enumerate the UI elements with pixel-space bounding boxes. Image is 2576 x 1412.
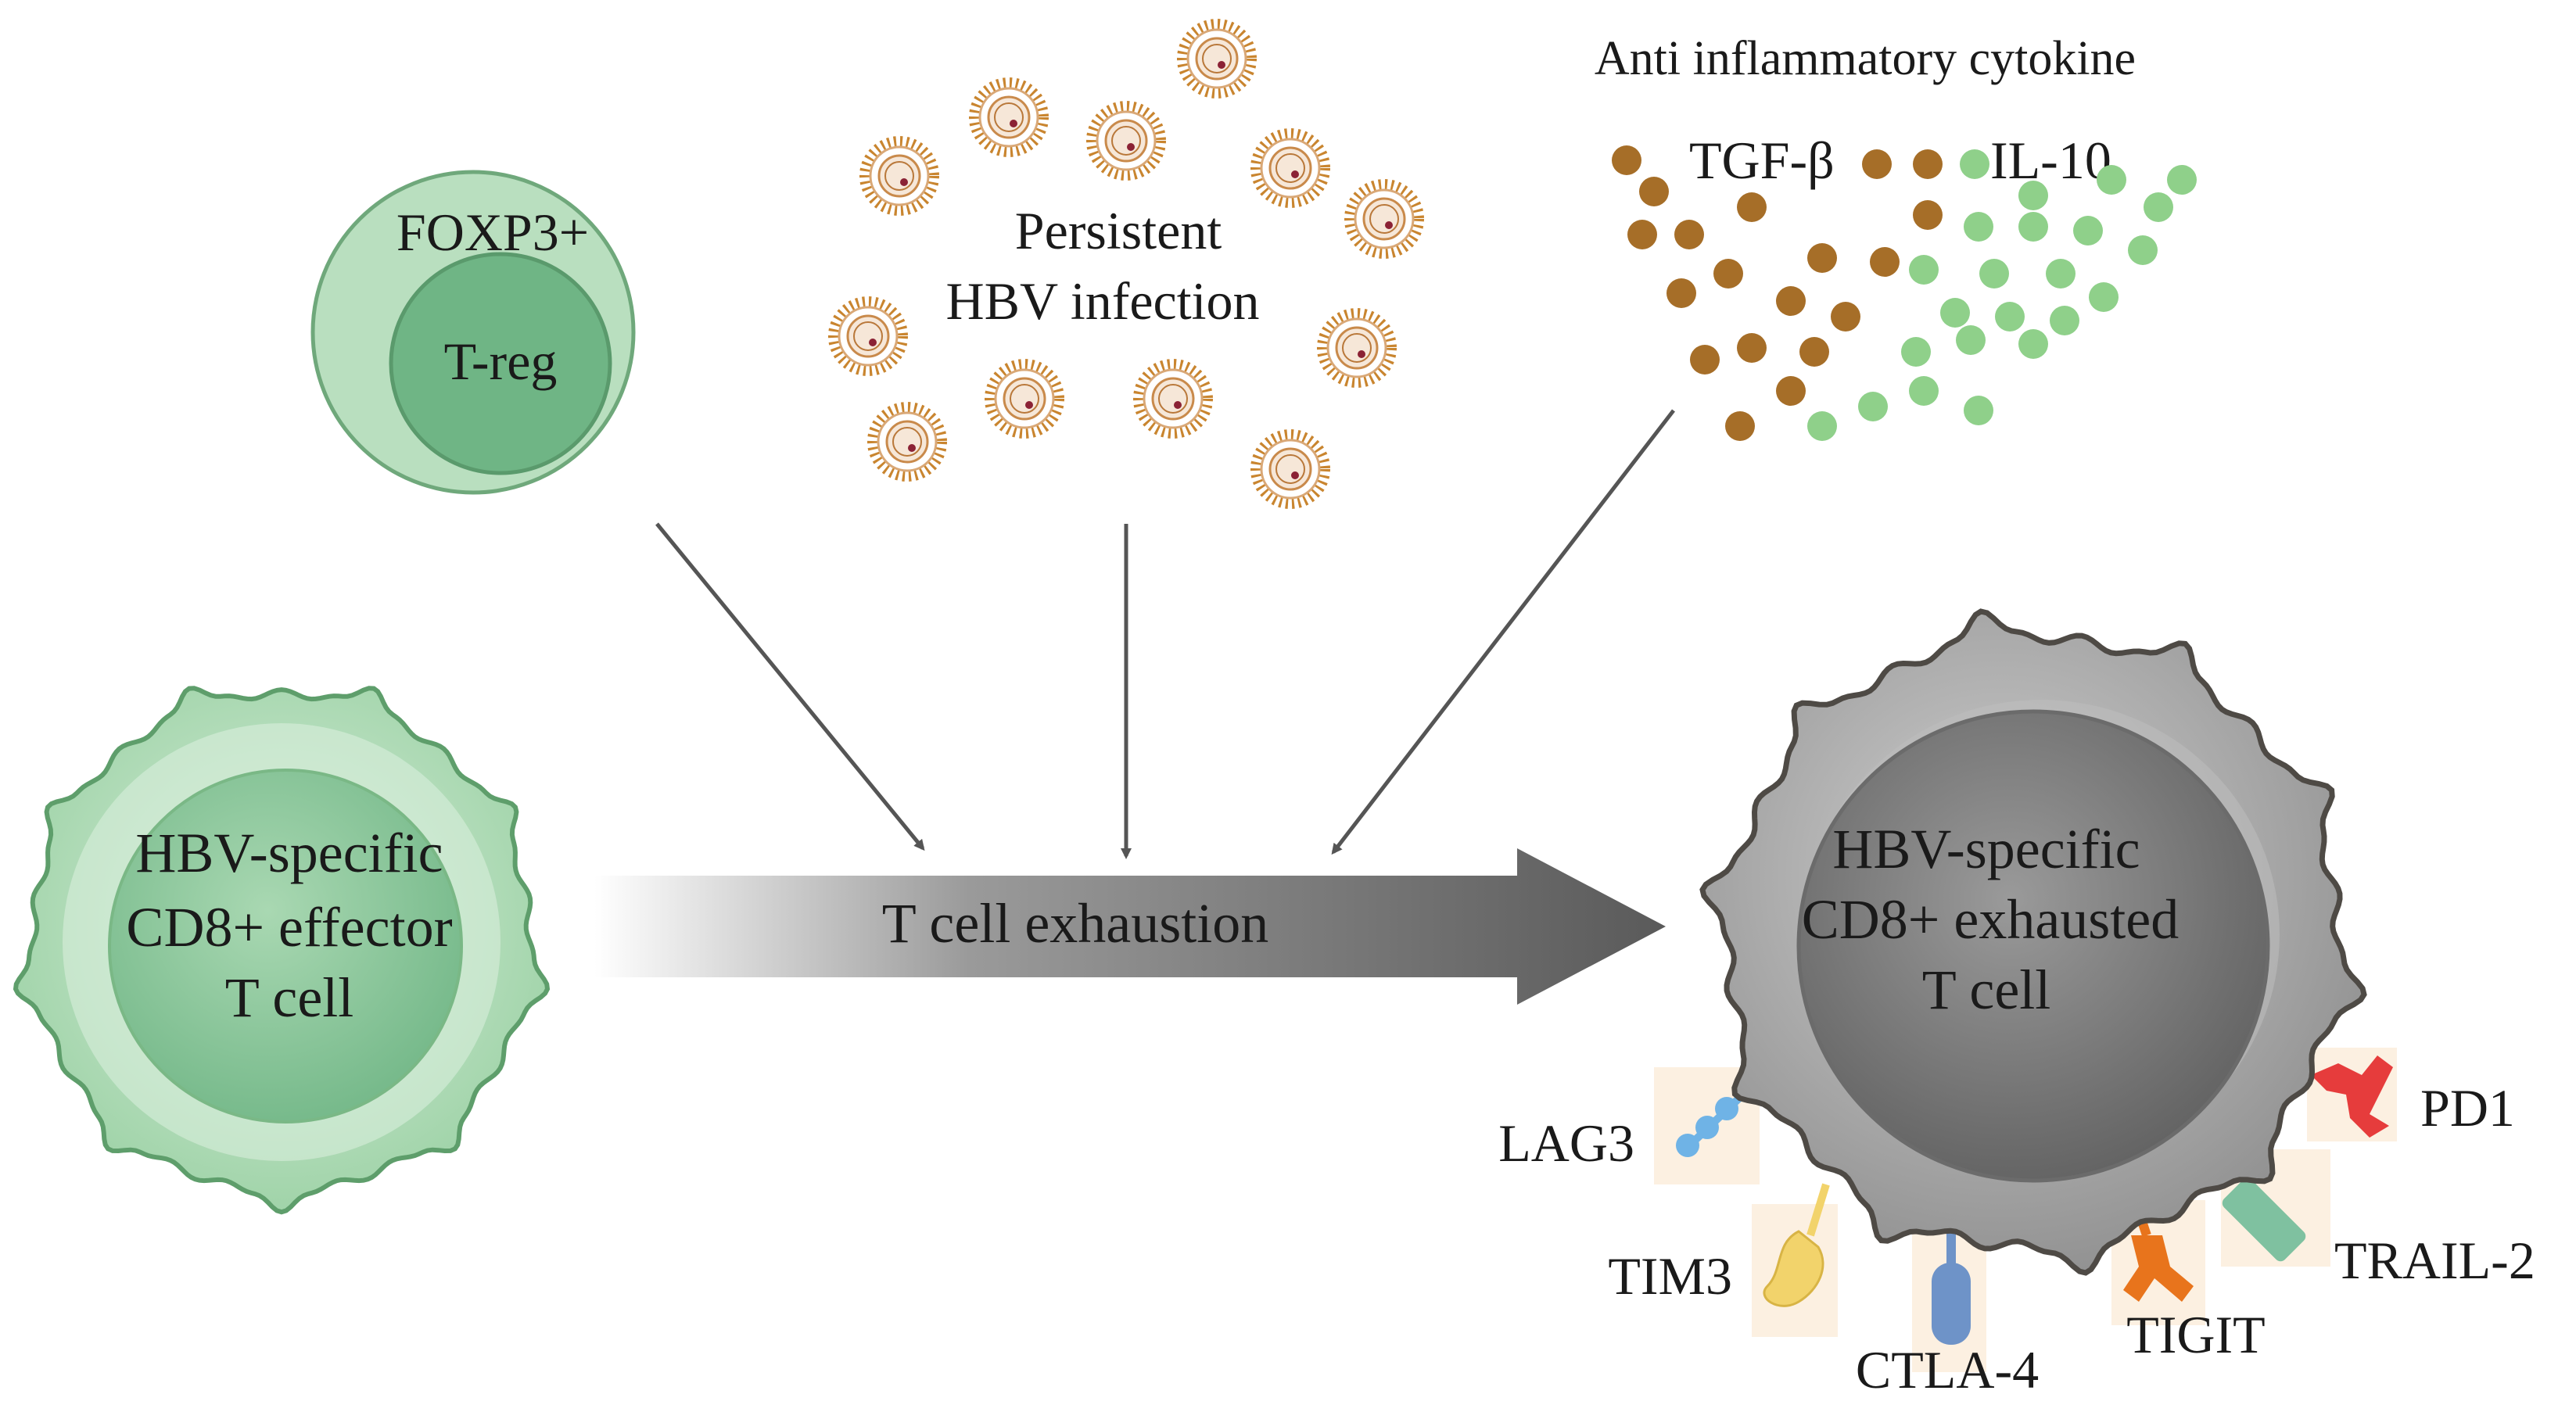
cytokine-dot-icon [1713, 259, 1743, 288]
effector-t-cell: HBV-specific CD8+ effector T cell [13, 686, 551, 1215]
lag3-label: LAG3 [1498, 1113, 1634, 1173]
cytokine-dot-icon [2050, 306, 2079, 335]
cytokine-dot-icon [1776, 376, 1806, 406]
infection-label-line1: Persistent [1015, 201, 1222, 260]
pd1-receptor-icon [2307, 1048, 2397, 1141]
cytokine-dot-icon [1995, 302, 2025, 331]
cytokine-dot-icon [1909, 255, 1939, 285]
cytokine-dot-icon [1960, 149, 1989, 179]
effector-label-line2: CD8+ effector [126, 896, 452, 959]
cytokine-dot-icon [2167, 165, 2197, 195]
cytokine-dot-icon [1909, 376, 1939, 406]
cytokine-dot-icon [1913, 149, 1943, 179]
treg-inner-label: T-reg [444, 331, 558, 391]
cytokine-dot-icon [2018, 181, 2048, 210]
virus-particle-icon [1322, 314, 1391, 382]
trail2-label: TRAIL-2 [2334, 1231, 2535, 1290]
cytokine-group: Anti inflammatory cytokine TGF-β IL-10 [1595, 32, 2197, 441]
cytokine-dot-icon [1858, 392, 1888, 421]
cytokine-dot-icon [1667, 278, 1696, 308]
cytokine-dot-icon [1799, 337, 1829, 367]
cytokine-dot-icon [1612, 145, 1641, 175]
cytokine-dot-icon [2089, 282, 2119, 312]
cytokine-dot-icon [1831, 302, 1860, 331]
virus-particle-icon [1256, 134, 1325, 202]
exhaustion-arrow: T cell exhaustion [594, 848, 1666, 1005]
cytokine-dot-icon [1690, 345, 1720, 375]
ctla4-label: CTLA-4 [1856, 1340, 2039, 1399]
virus-particle-icon [873, 407, 942, 476]
exhaustion-label: T cell exhaustion [882, 892, 1269, 955]
virus-particle-icon [834, 302, 902, 371]
cytokine-dot-icon [2097, 165, 2126, 195]
converging-arrows [655, 409, 1675, 859]
cytokine-dot-icon [1870, 247, 1900, 277]
effector-label-line1: HBV-specific [135, 822, 443, 884]
il10-dots [1807, 149, 2197, 441]
hbv-virus-cluster: Persistent HBV infection [834, 24, 1419, 504]
cytokine-dot-icon [1862, 149, 1892, 179]
cytokine-dot-icon [1627, 220, 1657, 249]
il10-label: IL-10 [1990, 131, 2111, 190]
cytokine-dot-icon [2018, 329, 2048, 359]
arrow-from-cytokines [1331, 409, 1675, 855]
cytokine-dot-icon [1964, 396, 1993, 425]
cytokine-dot-icon [2128, 235, 2158, 265]
exhausted-label-line1: HBV-specific [1832, 818, 2140, 880]
virus-particle-icon [1182, 24, 1251, 93]
cytokine-dot-icon [1940, 298, 1970, 328]
tim3-label: TIM3 [1608, 1246, 1732, 1306]
cytokine-dot-icon [1979, 259, 2009, 288]
exhausted-t-cell: HBV-specific CD8+ exhausted T cell [1699, 608, 2367, 1276]
cytokine-dot-icon [2046, 259, 2076, 288]
treg-outer-label: FOXP3+ [396, 202, 589, 262]
virus-particle-icon [990, 364, 1059, 433]
cytokine-dot-icon [1737, 192, 1767, 222]
exhausted-label-line2: CD8+ exhausted [1802, 888, 2180, 951]
cytokine-dot-icon [1776, 286, 1806, 316]
cytokine-dot-icon [1964, 212, 1993, 242]
ctla4-receptor-icon [1912, 1212, 1986, 1372]
cytokine-dot-icon [1807, 243, 1837, 273]
cytokine-dot-icon [2073, 216, 2103, 245]
cytokine-title: Anti inflammatory cytokine [1595, 32, 2136, 85]
virus-particle-icon [974, 83, 1043, 152]
cytokine-dot-icon [1913, 200, 1943, 230]
cytokine-dot-icon [1807, 411, 1837, 441]
tim3-receptor-icon [1752, 1183, 1838, 1337]
cytokine-dot-icon [1639, 177, 1669, 206]
cytokine-dot-icon [1725, 411, 1755, 441]
tgf-beta-dots [1612, 145, 1943, 441]
cytokine-dot-icon [2144, 192, 2173, 222]
arrow-from-treg [655, 522, 925, 851]
cytokine-dot-icon [1737, 333, 1767, 363]
virus-particle-icon [865, 142, 934, 210]
receptor-labels: LAG3 TIM3 CTLA-4 TIGIT TRAIL-2 PD1 [1498, 1078, 2535, 1399]
cytokine-dot-icon [1956, 325, 1986, 355]
tigit-label: TIGIT [2126, 1305, 2265, 1364]
inhibitory-receptors [1654, 1048, 2397, 1372]
virus-particle-icon [1139, 364, 1207, 433]
virus-particle-icon [1350, 185, 1419, 253]
exhausted-label-line3: T cell [1922, 959, 2051, 1021]
effector-label-line3: T cell [225, 966, 354, 1029]
cytokine-dot-icon [1901, 337, 1931, 367]
virus-particle-icon [1256, 435, 1325, 504]
pd1-label: PD1 [2420, 1078, 2515, 1138]
cytokine-dot-icon [2018, 212, 2048, 242]
cytokine-dot-icon [1674, 220, 1704, 249]
treg-cell: FOXP3+ T-reg [310, 170, 636, 495]
tgf-beta-label: TGF-β [1689, 131, 1835, 190]
virus-particle-icon [1092, 106, 1161, 175]
infection-label-line2: HBV infection [945, 271, 1259, 331]
